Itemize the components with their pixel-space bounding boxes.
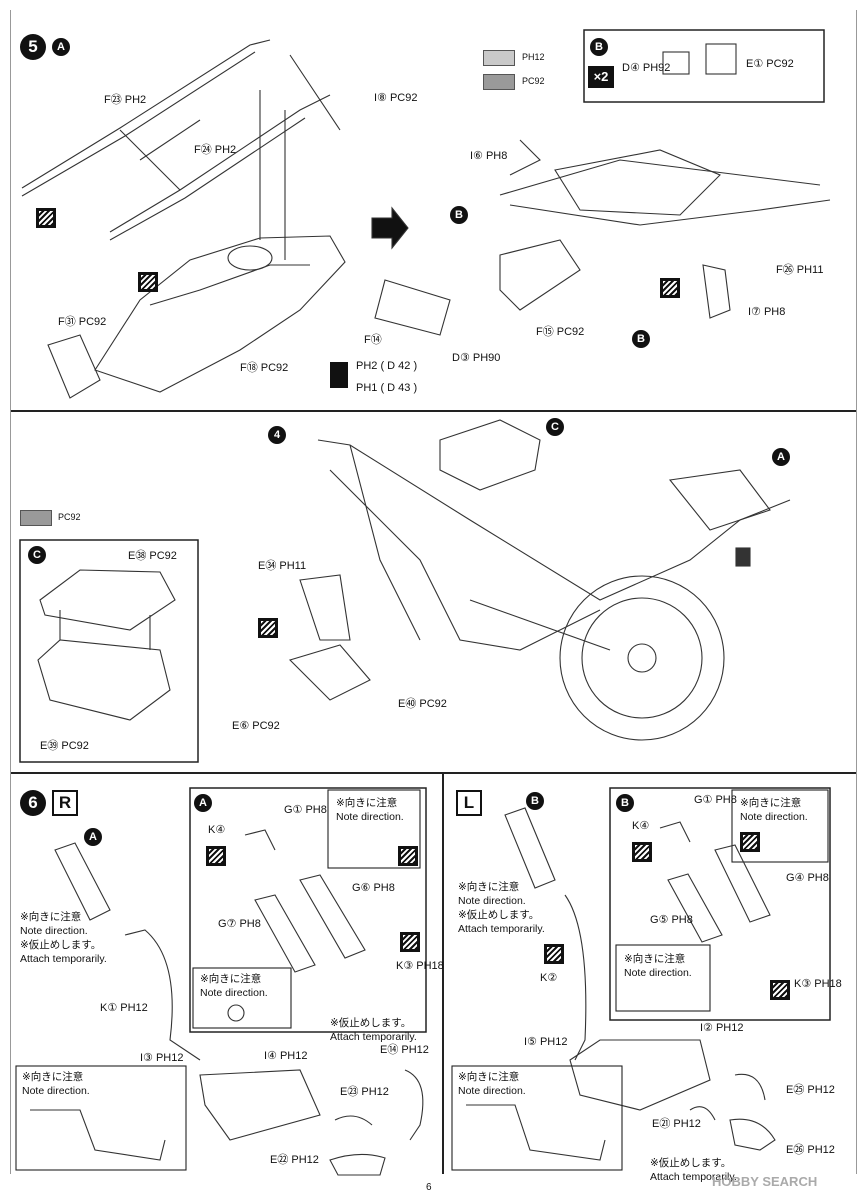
side-marker-l: L (456, 790, 482, 816)
label-f23: F㉓ PH2 (104, 94, 147, 106)
note-attach-temporarily-r: ※仮止めします。Attach temporarily. (330, 1017, 417, 1043)
step-number-6: 6 (20, 790, 46, 816)
sub-marker-b-left: B (450, 206, 468, 224)
note-attach-temporarily: ※仮止めします。Attach temporarily. (20, 939, 107, 965)
label-e25: E㉕ PH12 (786, 1084, 835, 1096)
sub-marker-c-box: C (28, 546, 46, 564)
glue-icon (632, 842, 652, 862)
paint-code-pc92: PC92 (522, 76, 545, 86)
sub-marker-a: A (52, 38, 70, 56)
step-number-4-ref: 4 (268, 426, 286, 444)
glue-icon (770, 980, 790, 1000)
label-f18: F⑱ PC92 (240, 362, 289, 374)
sub-marker-a-mid: A (772, 448, 790, 466)
side-marker-r: R (52, 790, 78, 816)
page-number: 6 (426, 1182, 432, 1193)
paint-swatch-pc92-mid (20, 510, 52, 526)
glue-icon (398, 846, 418, 866)
note-attach-temporarily-l2: ※仮止めします。Attach temporarily. (650, 1157, 737, 1183)
label-e40: E㊵ PC92 (398, 698, 447, 710)
sub-marker-b-box: B (590, 38, 608, 56)
decal-swap-icon (330, 362, 348, 388)
glue-icon (660, 278, 680, 298)
glue-icon (544, 944, 564, 964)
paint-code-ph12: PH12 (522, 52, 545, 62)
divider-vertical (442, 774, 444, 1174)
quantity-badge: ×2 (588, 66, 614, 88)
sub-marker-c: C (546, 418, 564, 436)
label-k4-l: K④ (632, 820, 650, 832)
label-i5: I⑤ PH12 (524, 1036, 568, 1048)
label-i8: I⑧ PC92 (374, 92, 418, 104)
label-e38: E㊳ PC92 (128, 550, 177, 562)
sub-marker-a-box: A (194, 794, 212, 812)
glue-icon (400, 932, 420, 952)
paint-code-pc92-mid: PC92 (58, 512, 81, 522)
label-i7: I⑦ PH8 (748, 306, 786, 318)
label-f14: F⑭ (364, 334, 382, 346)
label-e21: E㉑ PH12 (652, 1118, 701, 1130)
sub-marker-a-6r: A (84, 828, 102, 846)
label-f24: F㉔ PH2 (194, 144, 237, 156)
label-f15: F⑮ PC92 (536, 326, 585, 338)
label-i4: I④ PH12 (264, 1050, 308, 1062)
sub-marker-b-box-l: B (616, 794, 634, 812)
label-f31: F㉛ PC92 (58, 316, 107, 328)
label-d4: D④ PH92 (622, 62, 671, 74)
label-k2: K② (540, 972, 558, 984)
label-decal-42: PH2 ( D 42 ) (356, 360, 418, 372)
label-e39: E㊴ PC92 (40, 740, 89, 752)
page-border-right (856, 10, 857, 1174)
glue-icon (138, 272, 158, 292)
label-e1: E① PC92 (746, 58, 794, 70)
paint-swatch-ph12 (483, 50, 515, 66)
label-i3: I③ PH12 (140, 1052, 184, 1064)
label-k3-r: K③ PH18 (396, 960, 444, 972)
label-g1-l: G① PH8 (694, 794, 737, 806)
label-e22: E㉒ PH12 (270, 1154, 319, 1166)
label-e26: E㉖ PH12 (786, 1144, 835, 1156)
glue-icon (258, 618, 278, 638)
label-e23: E㉓ PH12 (340, 1086, 389, 1098)
label-g1-r: G① PH8 (284, 804, 327, 816)
note-attach-temporarily-l: ※仮止めします。Attach temporarily. (458, 909, 545, 935)
label-decal-43: PH1 ( D 43 ) (356, 382, 418, 394)
label-e14: E⑭ PH12 (380, 1044, 429, 1056)
label-k1: K① PH12 (100, 1002, 148, 1014)
divider-top (10, 410, 856, 412)
label-g5-l: G⑤ PH8 (650, 914, 693, 926)
divider-bottom (10, 772, 856, 774)
label-d3: D③ PH90 (452, 352, 501, 364)
step-number-5: 5 (20, 34, 46, 60)
paint-swatch-pc92 (483, 74, 515, 90)
label-g7-r: G⑦ PH8 (218, 918, 261, 930)
glue-icon (206, 846, 226, 866)
label-g6-r: G⑥ PH8 (352, 882, 395, 894)
sub-marker-b-6l: B (526, 792, 544, 810)
label-i2: I② PH12 (700, 1022, 744, 1034)
label-f26: F㉖ PH11 (776, 264, 824, 276)
label-g4-l: G④ PH8 (786, 872, 829, 884)
label-e34: E㉞ PH11 (258, 560, 307, 572)
label-k3-l: K③ PH18 (794, 978, 842, 990)
page-border-left (10, 10, 11, 1174)
watermark-logo: HOBBY SEARCH (712, 1174, 818, 1189)
label-k4-r: K④ (208, 824, 226, 836)
label-i6: I⑥ PH8 (470, 150, 508, 162)
glue-icon (36, 208, 56, 228)
glue-icon (740, 832, 760, 852)
label-e6: E⑥ PC92 (232, 720, 280, 732)
sub-marker-b-right: B (632, 330, 650, 348)
